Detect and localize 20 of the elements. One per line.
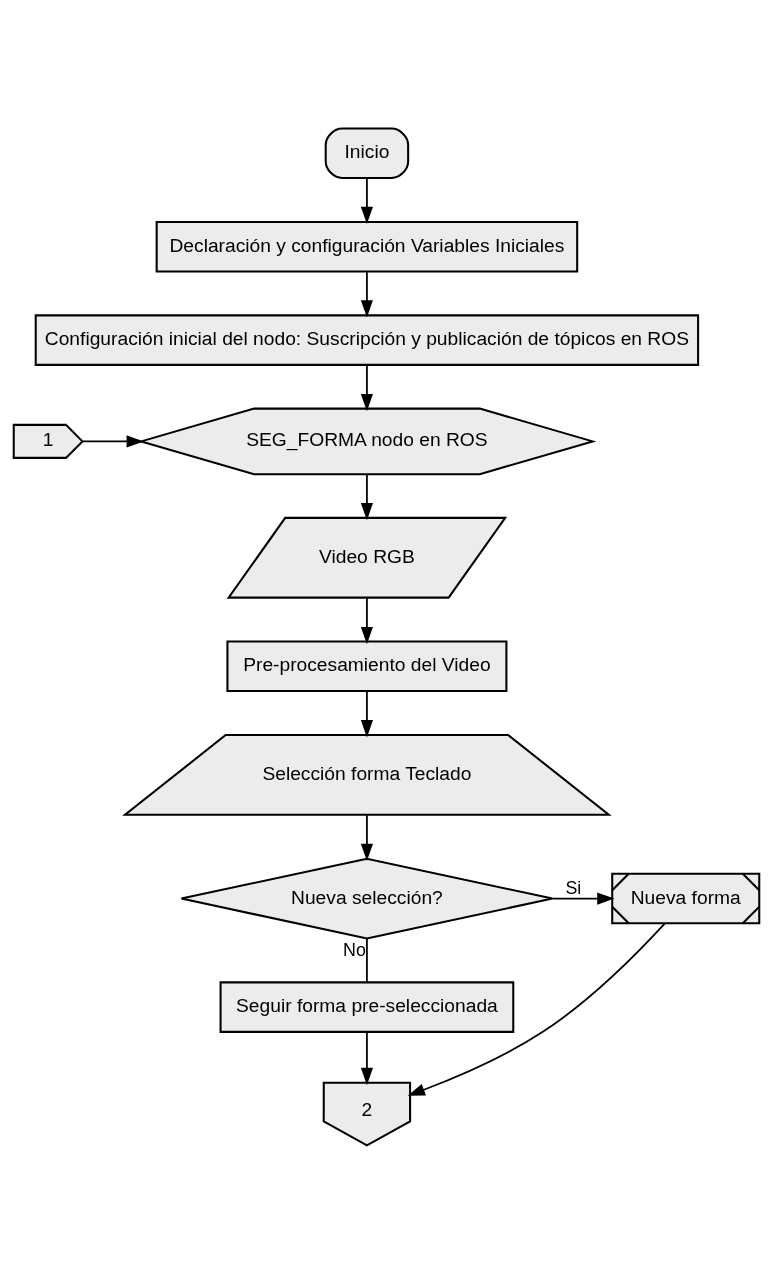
node-diamond: Nueva selección? — [180, 857, 554, 940]
edge-label: No — [343, 940, 366, 961]
node-box: Declaración y configuración Variables Iniciales — [155, 220, 579, 273]
node-box: Seguir forma pre-seleccionada — [219, 981, 515, 1033]
arrow — [551, 892, 615, 905]
connector — [366, 937, 368, 984]
node-box: Configuración inicial del nodo: Suscripción y publicación de tópicos en ROS — [34, 314, 700, 366]
arrow — [360, 271, 373, 318]
arrow — [360, 690, 373, 738]
arrow — [360, 177, 373, 225]
arrow — [360, 473, 373, 521]
node-box: Inicio — [324, 127, 410, 179]
arrow — [360, 814, 373, 862]
node-box: Pre-procesamiento del Video — [226, 640, 508, 693]
arrow — [407, 922, 666, 1096]
edge-label: Si — [565, 877, 582, 898]
arrow — [360, 1031, 373, 1086]
arrow — [360, 364, 373, 412]
arrow — [360, 597, 373, 645]
arrow — [82, 435, 144, 448]
